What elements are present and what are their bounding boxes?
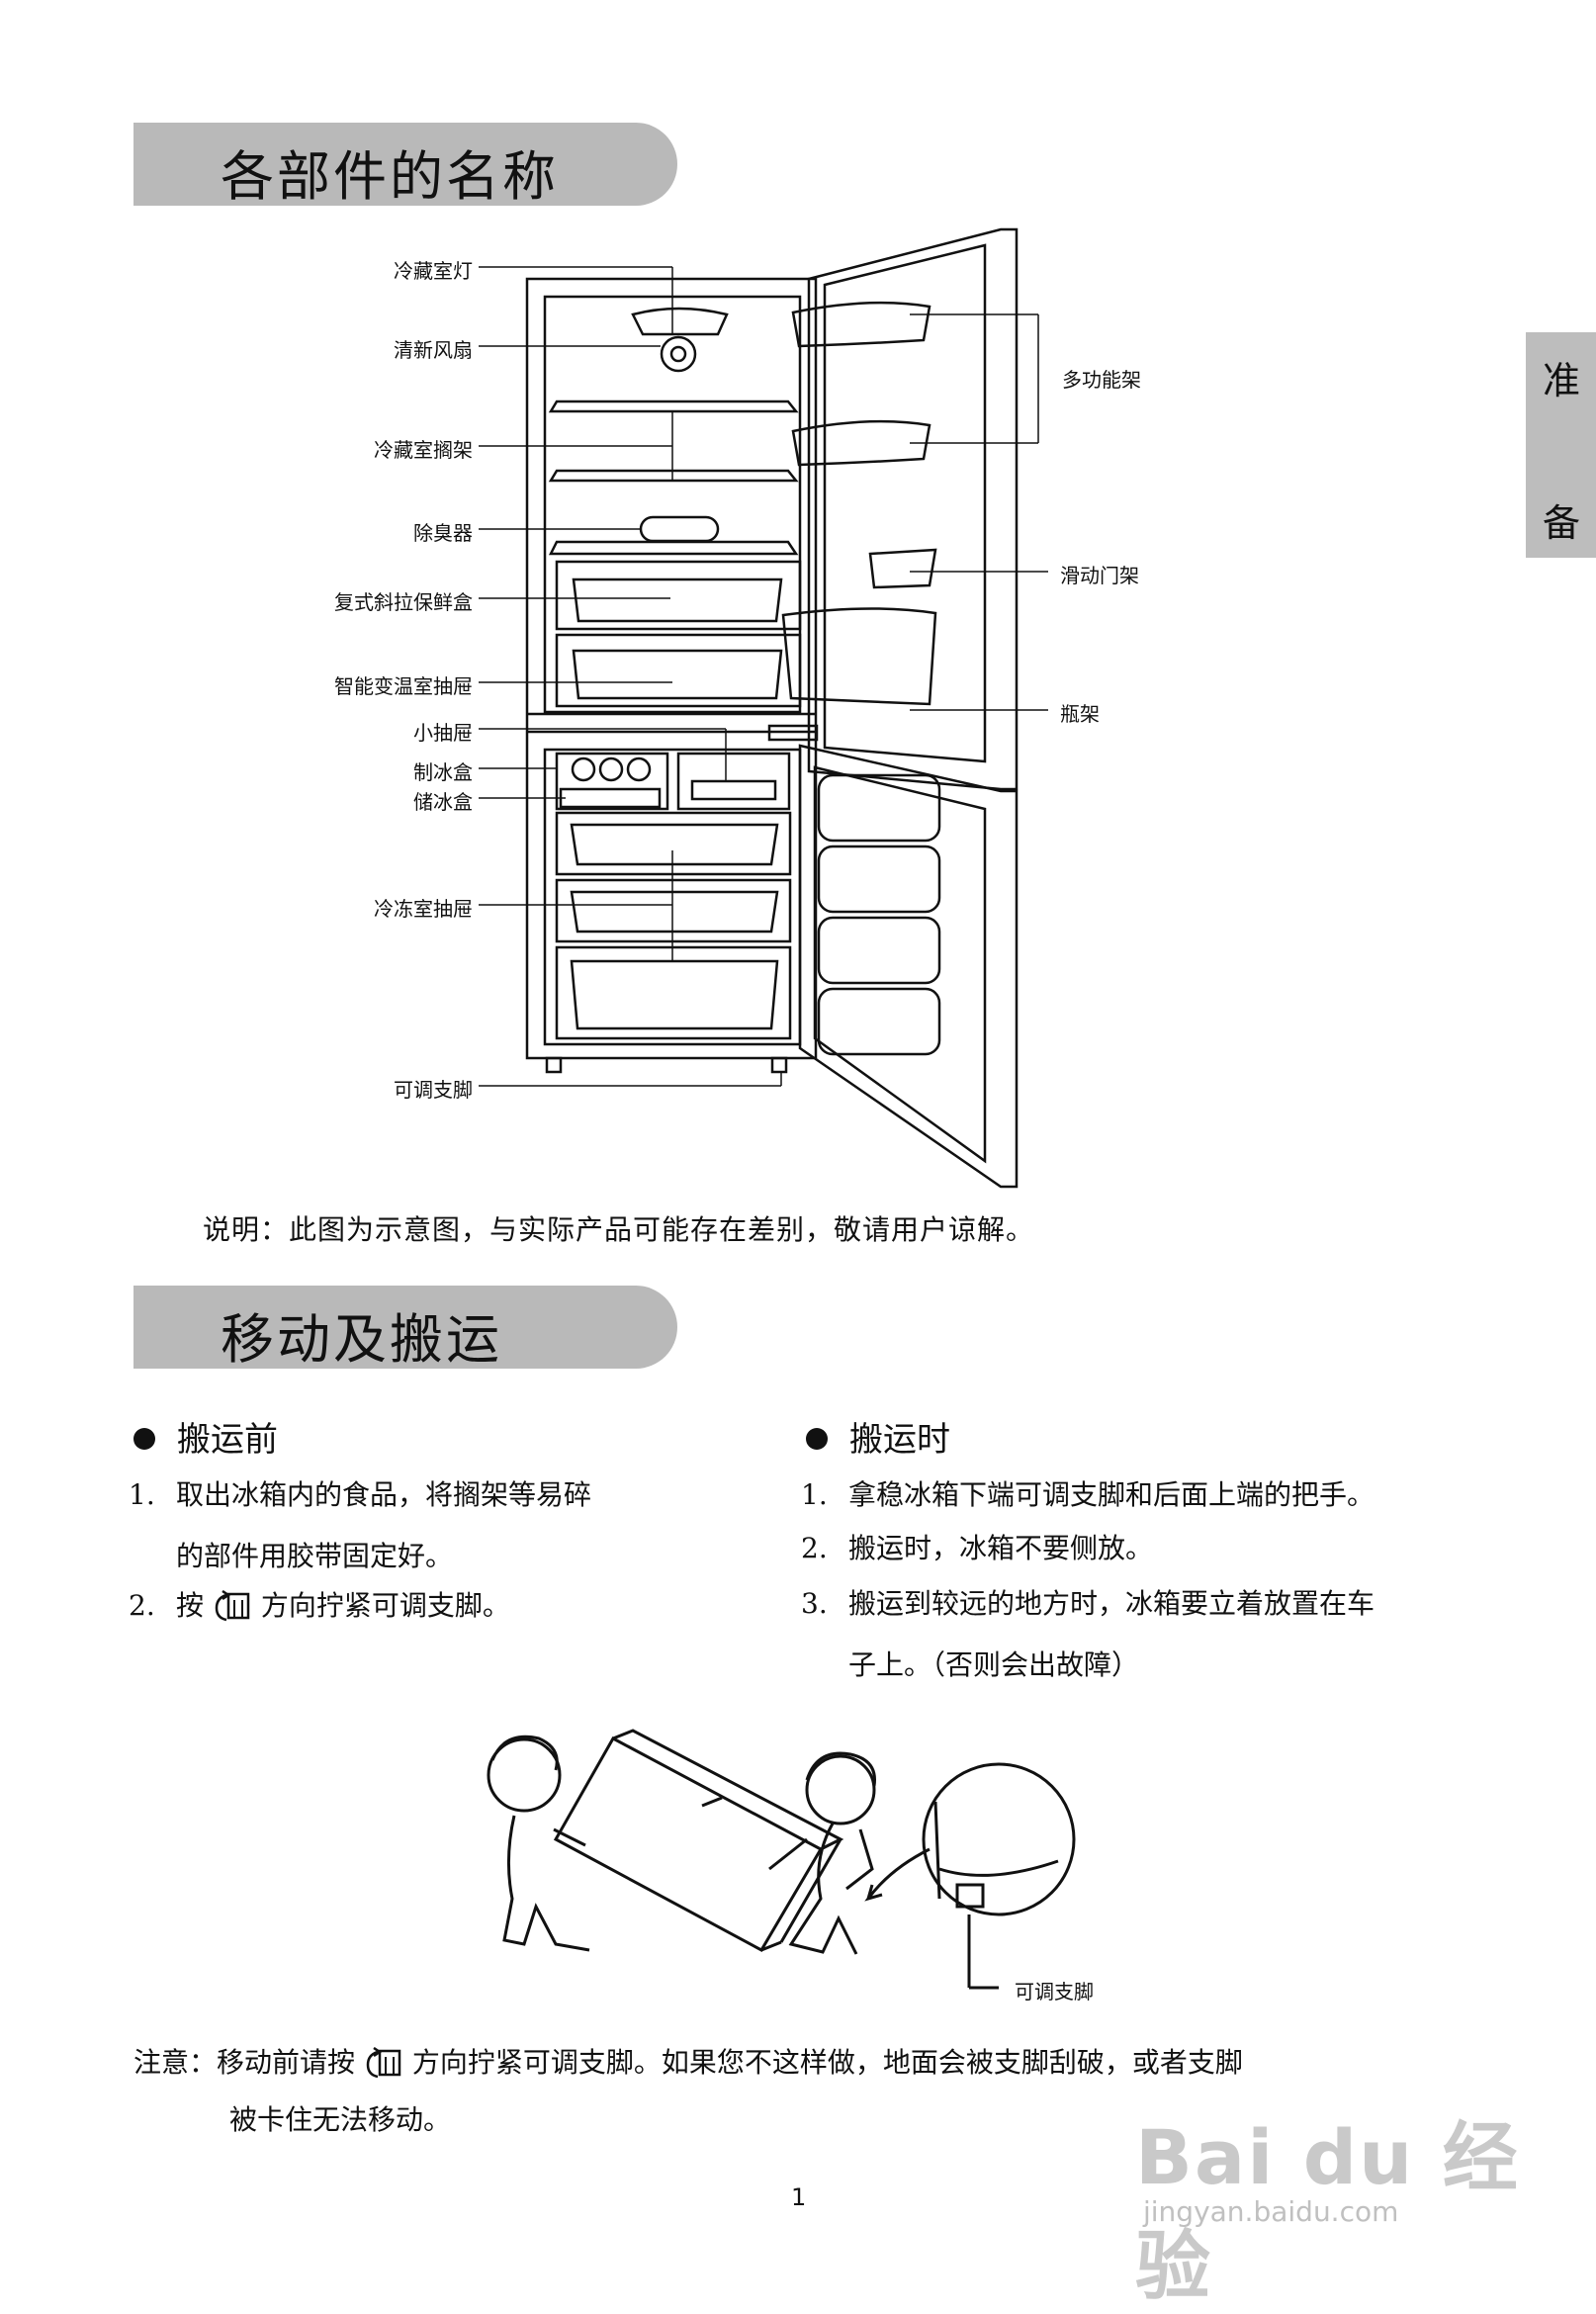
list-item: 1.取出冰箱内的食品，将搁架等易碎 <box>129 1478 592 1511</box>
side-tab-char: 备 <box>1543 501 1581 545</box>
label-adjustable-feet-illustration: 可调支脚 <box>1015 1980 1094 2003</box>
bullet-icon <box>133 1427 155 1450</box>
subhead-text: 搬运时 <box>849 1420 950 1460</box>
bullet-icon <box>806 1427 828 1450</box>
label-small-drawer: 小抽屉 <box>413 721 473 745</box>
subhead-before: 搬运前 <box>133 1412 278 1461</box>
label-ice-box: 储冰盒 <box>413 790 473 814</box>
rotate-clockwise-icon <box>366 2047 401 2079</box>
side-tab: 准 备 <box>1526 332 1596 558</box>
list-item-continuation: 子上。（否则会出故障） <box>848 1648 1140 1681</box>
section-title: 各部件的名称 <box>221 145 559 208</box>
list-item: 2.搬运时，冰箱不要侧放。 <box>801 1532 1154 1564</box>
list-item: 3.搬运到较远的地方时，冰箱要立着放置在车 <box>801 1587 1375 1620</box>
subhead-text: 搬运前 <box>177 1420 278 1460</box>
fridge-diagram <box>479 227 1048 1189</box>
diagram-caption: 说明：此图为示意图，与实际产品可能存在差别，敬请用户谅解。 <box>203 1213 1035 1246</box>
label-fan: 清新风扇 <box>394 338 473 362</box>
label-crisper: 复式斜拉保鲜盒 <box>334 590 473 614</box>
label-sliding-door-rack: 滑动门架 <box>1060 564 1139 587</box>
moving-illustration <box>487 1729 1076 1990</box>
rotate-clockwise-icon <box>215 1590 250 1622</box>
list-item: 2.按 方向拧紧可调支脚。 <box>129 1589 510 1622</box>
subhead-during: 搬运时 <box>806 1412 950 1461</box>
label-adjustable-feet: 可调支脚 <box>394 1078 473 1102</box>
list-item: 1.拿稳冰箱下端可调支脚和后面上端的把手。 <box>801 1478 1375 1511</box>
label-freezer-drawer: 冷冻室抽屉 <box>374 897 473 921</box>
label-deodorizer: 除臭器 <box>413 521 473 545</box>
label-variable-drawer: 智能变温室抽屉 <box>334 674 473 698</box>
section-header-moving: 移动及搬运 <box>133 1286 677 1371</box>
watermark-brand: Bai du 经验 <box>1135 2113 1520 2310</box>
note-continuation: 被卡住无法移动。 <box>229 2103 452 2136</box>
label-bottle-rack: 瓶架 <box>1060 702 1100 726</box>
label-fridge-shelf: 冷藏室搁架 <box>374 438 473 462</box>
section-title: 移动及搬运 <box>221 1308 502 1371</box>
list-item-continuation: 的部件用胶带固定好。 <box>176 1540 454 1572</box>
page-number: 1 <box>791 2183 807 2211</box>
section-header-parts: 各部件的名称 <box>133 123 677 208</box>
side-tab-char: 准 <box>1543 359 1581 402</box>
note: 注意：移动前请按 方向拧紧可调支脚。如果您不这样做，地面会被支脚刮破，或者支脚 <box>133 2046 1243 2079</box>
watermark-url: jingyan.baidu.com <box>1143 2195 1399 2228</box>
label-ice-tray: 制冰盒 <box>413 760 473 784</box>
baidu-watermark: Bai du 经验 jingyan.baidu.com <box>1135 2096 1596 2314</box>
label-multi-rack: 多功能架 <box>1062 368 1141 392</box>
label-fridge-light: 冷藏室灯 <box>394 259 473 283</box>
